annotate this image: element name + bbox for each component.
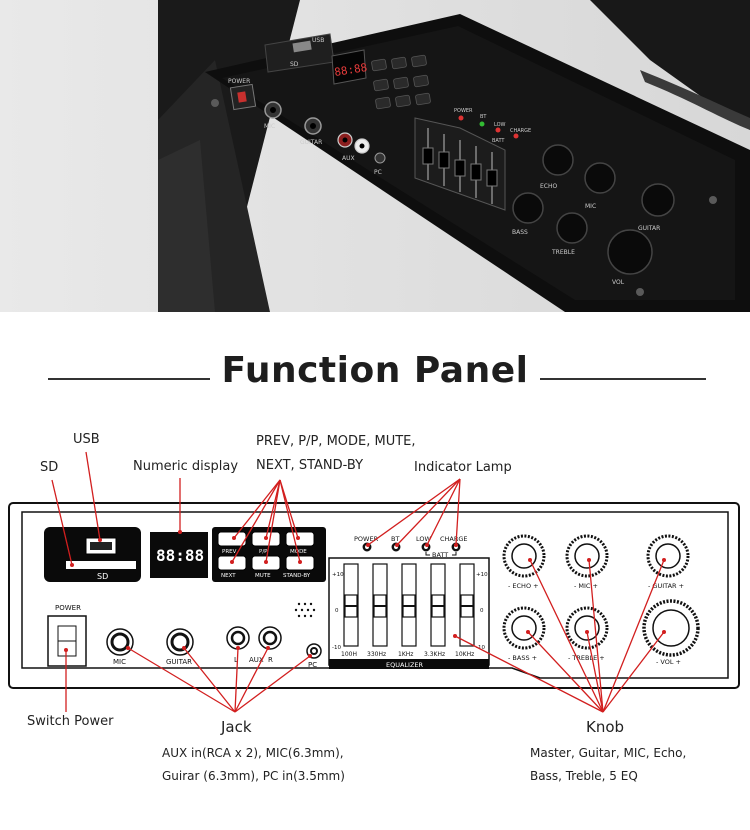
display-digits: 88:88 <box>156 546 204 565</box>
eq-scale-mid-right: 0 <box>480 608 484 614</box>
callout-jack: Jack <box>221 718 252 736</box>
eq-scale-top-left: +10 <box>332 572 344 578</box>
callout-knob-desc-line2: Bass, Treble, 5 EQ <box>530 769 638 783</box>
panel-mic-label: MIC <box>113 658 126 666</box>
page-title: Function Panel <box>209 350 541 391</box>
eq-band-3-3khz: 3.3KHz <box>424 651 445 658</box>
panel-aux-label: AUX <box>249 656 264 664</box>
mic-grille <box>294 602 316 618</box>
photo-guitar-label: GUITAR <box>300 139 322 146</box>
callout-jack-desc-line2: Guirar (6.3mm), PC in(3.5mm) <box>162 769 345 783</box>
led-label-batt: BATT <box>432 551 448 559</box>
photo-mic-label: MIC <box>264 123 275 130</box>
eq-scale-top-right: +10 <box>476 572 488 578</box>
eq-scale-bottom-left: -10 <box>332 645 341 651</box>
panel-aux-l: L <box>234 656 238 664</box>
guitar-jack[interactable] <box>166 628 194 656</box>
mic-knob[interactable] <box>565 534 609 578</box>
heading-rule-left <box>48 378 232 380</box>
panel-pc-label: PC <box>308 661 317 669</box>
prev-button[interactable] <box>217 531 247 547</box>
callout-switch-power: Switch Power <box>27 714 114 729</box>
btn-label-next: NEXT <box>221 573 236 579</box>
photo-bass: BASS <box>512 229 528 236</box>
eq-band-100h: 100H <box>341 651 357 658</box>
mic-jack[interactable] <box>106 628 134 656</box>
echo-knob[interactable] <box>502 534 546 578</box>
btn-label-pp: P/P <box>259 549 268 555</box>
callout-usb: USB <box>73 432 100 447</box>
panel-guitar-label: GUITAR <box>166 658 192 666</box>
panel-aux-r: R <box>268 656 273 664</box>
product-photo: USB SD 88:88 POWER MIC GUITAR <box>0 0 750 312</box>
photo-batt: BATT <box>492 138 505 144</box>
knob-label-mic: - MIC + <box>574 582 598 590</box>
aux-l-jack[interactable] <box>226 626 250 650</box>
numeric-display <box>150 532 208 578</box>
photo-pc-label: PC <box>374 169 382 176</box>
panel-sd-label: SD <box>97 572 108 581</box>
heading-rule-right <box>522 378 706 380</box>
photo-usb-label: USB <box>312 37 324 44</box>
photo-mic-knob: MIC <box>585 203 596 210</box>
photo-led-bt: BT <box>480 114 487 120</box>
heading-row: Function Panel <box>0 340 750 416</box>
knob-label-guitar: - GUITAR + <box>648 582 684 590</box>
photo-power-label: POWER <box>228 78 250 85</box>
btn-label-mode: MODE <box>290 549 307 555</box>
photo-display: 88:88 <box>333 61 368 79</box>
panel-power-label: POWER <box>55 604 81 612</box>
aux-r-jack[interactable] <box>258 626 282 650</box>
eq-band-1khz: 1KHz <box>398 651 413 658</box>
knob-label-bass: - BASS + <box>508 654 537 662</box>
eq-band-10khz: 10KHz <box>455 651 474 658</box>
photo-sd-label: SD <box>290 61 299 68</box>
knob-label-vol: - VOL + <box>656 658 681 666</box>
btn-label-standby: STAND-BY <box>283 573 311 579</box>
mode-button[interactable] <box>285 531 315 547</box>
callout-jack-desc-line1: AUX in(RCA x 2), MIC(6.3mm), <box>162 746 344 760</box>
btn-label-prev: PREV <box>222 549 237 555</box>
photo-guitar-knob: GUITAR <box>638 225 660 232</box>
pc-jack[interactable] <box>306 643 322 659</box>
callout-numeric-display: Numeric display <box>133 459 239 474</box>
callout-buttons-line1: PREV, P/P, MODE, MUTE, <box>256 434 416 449</box>
knob-label-treble: - TREBLE + <box>568 654 605 662</box>
photo-echo: ECHO <box>540 183 557 190</box>
knob-label-echo: - ECHO + <box>508 582 539 590</box>
btn-label-mute: MUTE <box>255 573 271 579</box>
callout-knob-desc-line1: Master, Guitar, MIC, Echo, <box>530 746 687 760</box>
led-label-power: POWER <box>354 535 379 543</box>
eq-scale-mid-left: 0 <box>335 608 339 614</box>
treble-knob[interactable] <box>565 606 609 650</box>
callout-sd: SD <box>40 460 59 475</box>
callout-buttons-line2: NEXT, STAND-BY <box>256 458 364 473</box>
led-label-charge: CHARGE <box>440 535 468 543</box>
callout-indicator-lamp: Indicator Lamp <box>414 460 512 475</box>
callout-knob: Knob <box>586 718 625 736</box>
eq-scale-bottom-right: -10 <box>476 645 485 651</box>
photo-led-power: POWER <box>454 108 473 114</box>
photo-treble: TREBLE <box>551 249 575 256</box>
photo-led-charge: CHARGE <box>510 128 531 134</box>
photo-led-low: LOW <box>494 122 506 128</box>
led-label-low: LOW <box>416 535 432 543</box>
eq-title: EQUALIZER <box>386 661 424 669</box>
photo-vol: VOL <box>612 279 625 286</box>
photo-aux-label: AUX <box>342 155 355 162</box>
led-label-bt: BT <box>391 535 399 543</box>
eq-band-330hz: 330Hz <box>367 651 386 658</box>
guitar-knob[interactable] <box>646 534 690 578</box>
